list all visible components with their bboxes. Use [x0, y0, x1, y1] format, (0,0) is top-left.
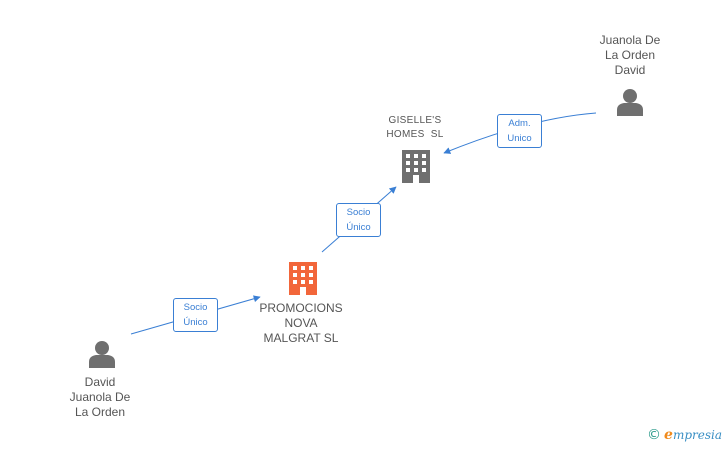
logo-initial: e	[664, 427, 673, 443]
building-icon-highlighted[interactable]	[289, 262, 317, 295]
company-label-giselles[interactable]: GISELLE'S HOMES SL	[370, 114, 460, 142]
empresia-watermark[interactable]: © empresia	[647, 426, 722, 444]
person-label-juanola[interactable]: Juanola De La Orden David	[588, 33, 672, 78]
label-line: Juanola De	[599, 33, 661, 47]
label-line: PROMOCIONS	[259, 301, 343, 315]
logo-text: mpresia	[672, 428, 722, 442]
label-line: La Orden	[74, 405, 126, 419]
person-icon[interactable]	[617, 89, 643, 116]
edge-label-adm-unico[interactable]: Adm. Unico	[497, 114, 542, 148]
edge-label-socio-unico[interactable]: Socio Único	[336, 203, 381, 237]
empresia-logo: empresia	[664, 426, 722, 444]
edge-label-line: Adm.	[508, 118, 531, 129]
copyright-icon: ©	[647, 427, 662, 443]
label-line: David	[614, 63, 646, 77]
edge-label-line: Socio	[346, 207, 371, 218]
label-line: NOVA	[284, 316, 318, 330]
edge-label-socio-unico[interactable]: Socio Único	[173, 298, 218, 332]
label-line: La Orden	[604, 48, 656, 62]
label-line: David	[84, 375, 116, 389]
building-icon[interactable]	[402, 150, 430, 183]
label-line: GISELLE'S	[388, 115, 442, 126]
label-line: HOMES SL	[386, 129, 444, 140]
label-line: MALGRAT SL	[263, 331, 339, 345]
person-label-david[interactable]: David Juanola De La Orden	[58, 375, 142, 420]
person-icon[interactable]	[89, 341, 115, 368]
edge-label-line: Único	[183, 317, 208, 328]
company-label-promociones[interactable]: PROMOCIONS NOVA MALGRAT SL	[252, 301, 350, 346]
edge-label-line: Socio	[183, 302, 208, 313]
edge-label-line: Único	[346, 222, 371, 233]
edge-label-line: Unico	[507, 133, 532, 144]
label-line: Juanola De	[69, 390, 131, 404]
